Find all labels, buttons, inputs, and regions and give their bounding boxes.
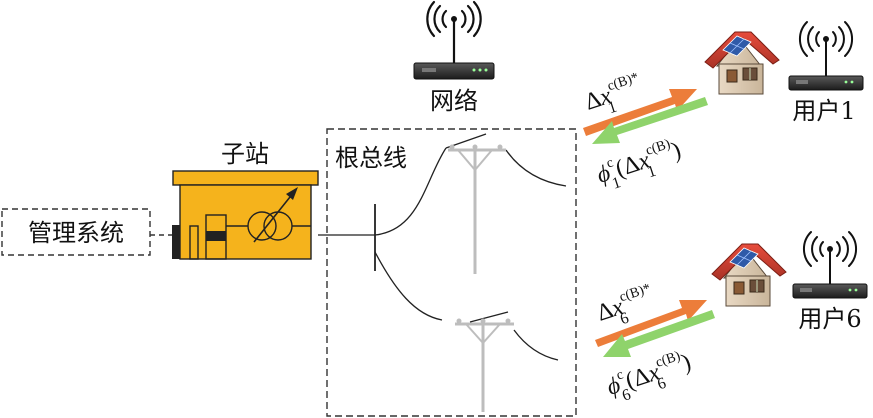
utility-pole-icon [448, 144, 506, 274]
root-bus-box [326, 128, 577, 417]
user1-router: 用户1 [788, 21, 864, 125]
user1-label: 用户1 [792, 97, 855, 125]
substation-label: 子站 [221, 140, 269, 168]
substation: 子站 [172, 140, 319, 260]
network-label: 网络 [430, 87, 478, 115]
house-icon [711, 243, 787, 307]
transformer-icon [226, 187, 311, 243]
wifi-icon [798, 21, 854, 77]
user6-router: 用户6 [792, 231, 868, 333]
management-system: 管理系统 [1, 208, 151, 256]
router-icon [788, 75, 864, 91]
router-icon [792, 283, 868, 299]
arrow-in-user6 [603, 310, 715, 357]
utility-pole-icon [455, 318, 514, 412]
management-label: 管理系统 [28, 219, 124, 247]
router-icon [413, 62, 495, 80]
root-bus-label: 根总线 [335, 144, 407, 172]
arrow-out-user6 [595, 300, 707, 347]
flow-label-in-user1: ϕc1(Δxc(B)1) [593, 134, 687, 196]
house-icon [704, 31, 780, 95]
arrow-in-user1 [592, 97, 708, 144]
network-router: 网络 [413, 0, 495, 115]
wifi-icon [426, 0, 482, 65]
wifi-icon [802, 231, 858, 285]
feeder-lines [318, 133, 567, 361]
user6-label: 用户6 [798, 305, 861, 333]
solar-panel-icon [729, 247, 759, 269]
solar-panel-icon [722, 35, 752, 57]
